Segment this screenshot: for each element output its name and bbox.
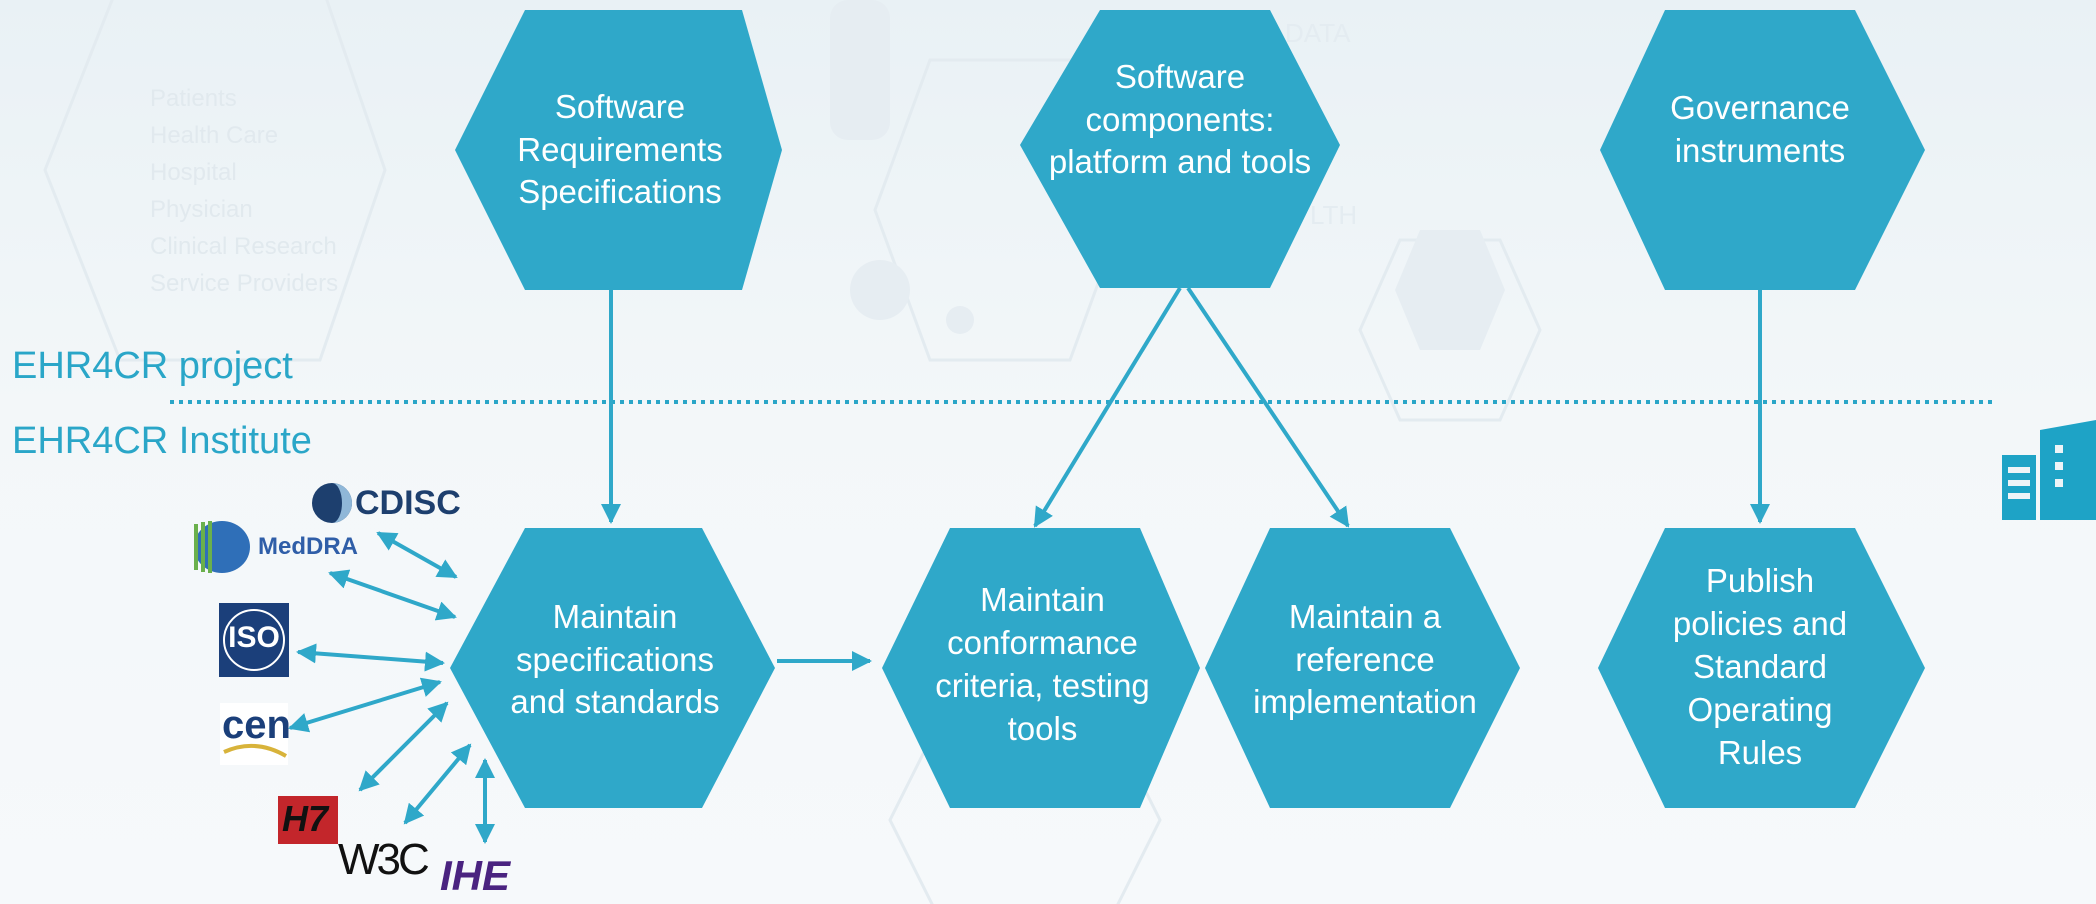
background-list-item: Patients [150, 85, 237, 112]
iso-logo [219, 603, 289, 677]
node-line: components: [1085, 100, 1275, 138]
cdisc-logo-text: CDISC [355, 484, 461, 522]
node-maintain-reference: Maintain a reference implementation [1215, 540, 1515, 780]
node-line: Maintain [980, 581, 1105, 619]
cen-logo-text: cen [222, 703, 291, 747]
node-line: Rules [1717, 733, 1803, 771]
node-line: Governance [1670, 89, 1850, 127]
node-software-requirements: Software Requirements Specifications [470, 30, 770, 270]
node-line: Maintain a [1288, 597, 1442, 635]
connector-cen [288, 677, 442, 733]
hexagon-publish-policies [1598, 528, 1925, 808]
background-text-list: Patients Health Care Hospital Physician … [150, 80, 338, 302]
node-maintain-specs: Maintain specifications and standards [465, 540, 765, 780]
node-line: and standards [510, 683, 720, 721]
hexagon-governance [1600, 10, 1925, 290]
background-list-item: Clinical Research [150, 233, 337, 260]
hexagon-software-requirements [455, 10, 782, 290]
background-word: DATA [1285, 18, 1351, 48]
cdisc-logo [312, 483, 352, 523]
node-line: reference [1295, 640, 1435, 678]
node-line: Maintain [552, 597, 678, 635]
hexagon-maintain-specs [450, 528, 775, 808]
connector-w3c [403, 743, 472, 825]
node-line: Specifications [518, 173, 722, 211]
hexagon-software-components [1020, 10, 1340, 288]
node-line: specifications [515, 640, 715, 678]
arrow-components-to-conformance [1033, 286, 1182, 528]
node-line: instruments [1674, 132, 1846, 169]
node-publish-policies: Publish policies and Standard Operating … [1610, 530, 1910, 805]
connector-iso [296, 643, 445, 672]
node-line: criteria, testing [935, 667, 1150, 704]
connector-hl7 [358, 701, 449, 792]
background-list-item: Health Care [150, 122, 279, 149]
w3c-logo-text: W3C [338, 835, 430, 884]
node-line: Software [1114, 57, 1246, 95]
node-line: Requirements [517, 130, 723, 168]
node-governance: Governance instruments [1610, 40, 1910, 220]
cen-logo [220, 703, 288, 765]
hl7-logo [278, 796, 338, 844]
node-line: Standard [1693, 648, 1827, 686]
node-line: conformance [947, 624, 1138, 662]
arrow-components-to-reference [1186, 286, 1350, 528]
node-line: Operating [1687, 690, 1833, 728]
project-label: EHR4CR project [12, 345, 293, 387]
building-icon [2002, 420, 2096, 520]
iso-logo-text: ISO [228, 621, 280, 654]
node-line: implementation [1253, 683, 1477, 721]
meddra-logo [194, 521, 250, 573]
node-line: platform and tools [1048, 143, 1312, 181]
background-list-item: Service Providers [150, 270, 339, 297]
connector-cdisc [376, 531, 458, 579]
hexagon-maintain-conformance [882, 528, 1200, 808]
institute-label: EHR4CR Institute [12, 420, 312, 462]
background-list-item: Physician [150, 196, 253, 223]
node-line: Software [554, 87, 686, 125]
meddra-logo-text: MedDRA [258, 533, 358, 560]
node-line: policies and [1672, 605, 1848, 643]
node-line: Publish [1705, 562, 1815, 600]
node-software-components: Software components: platform and tools [1020, 20, 1340, 220]
ihe-logo-text: IHE [440, 852, 511, 899]
node-maintain-conformance: Maintain conformance criteria, testing t… [895, 540, 1190, 790]
background-word: LTH [1310, 200, 1358, 230]
hexagon-maintain-reference [1205, 528, 1520, 808]
node-line: tools [1007, 709, 1078, 747]
background-list-item: Hospital [150, 159, 237, 186]
connector-meddra [328, 569, 457, 621]
hl7-logo-text: H7 [282, 798, 329, 839]
